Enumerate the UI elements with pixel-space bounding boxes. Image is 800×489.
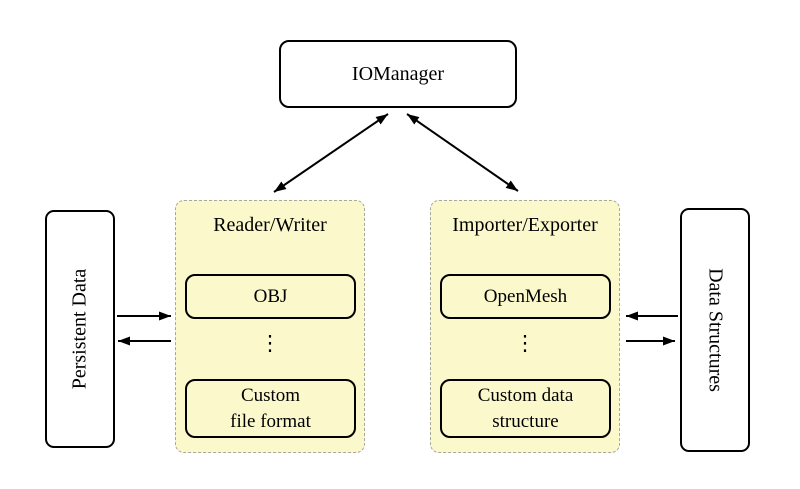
node-custom-data-structure-line2: structure bbox=[492, 410, 559, 432]
node-persistent-data: Persistent Data bbox=[45, 210, 115, 448]
node-iomanager-label: IOManager bbox=[351, 62, 445, 85]
node-custom-data-structure-line1: Custom data bbox=[477, 384, 574, 406]
group-reader-writer: Reader/Writer OBJ ⋮ Custom file format bbox=[175, 200, 365, 453]
node-iomanager: IOManager bbox=[279, 40, 517, 108]
node-obj: OBJ bbox=[185, 274, 356, 319]
node-custom-data-structure: Custom data structure bbox=[440, 379, 611, 438]
node-custom-file-format-line2: file format bbox=[230, 410, 311, 432]
arrow-iomanager-reader-writer bbox=[273, 113, 389, 193]
node-openmesh: OpenMesh bbox=[440, 274, 611, 319]
node-data-structures-label: Data Structures bbox=[704, 268, 727, 392]
node-persistent-data-label: Persistent Data bbox=[68, 268, 91, 390]
node-obj-label: OBJ bbox=[253, 285, 288, 307]
vdots-reader-writer: ⋮ bbox=[259, 331, 281, 355]
node-custom-file-format-line1: Custom bbox=[240, 384, 301, 406]
node-custom-file-format: Custom file format bbox=[185, 379, 356, 438]
group-importer-exporter: Importer/Exporter OpenMesh ⋮ Custom data… bbox=[430, 200, 620, 453]
group-importer-exporter-title: Importer/Exporter bbox=[452, 214, 598, 236]
node-data-structures: Data Structures bbox=[680, 208, 750, 452]
arrow-iomanager-importer-exporter bbox=[406, 113, 519, 192]
node-openmesh-label: OpenMesh bbox=[483, 285, 568, 307]
group-reader-writer-title: Reader/Writer bbox=[213, 214, 327, 236]
vdots-importer-exporter: ⋮ bbox=[514, 331, 536, 355]
